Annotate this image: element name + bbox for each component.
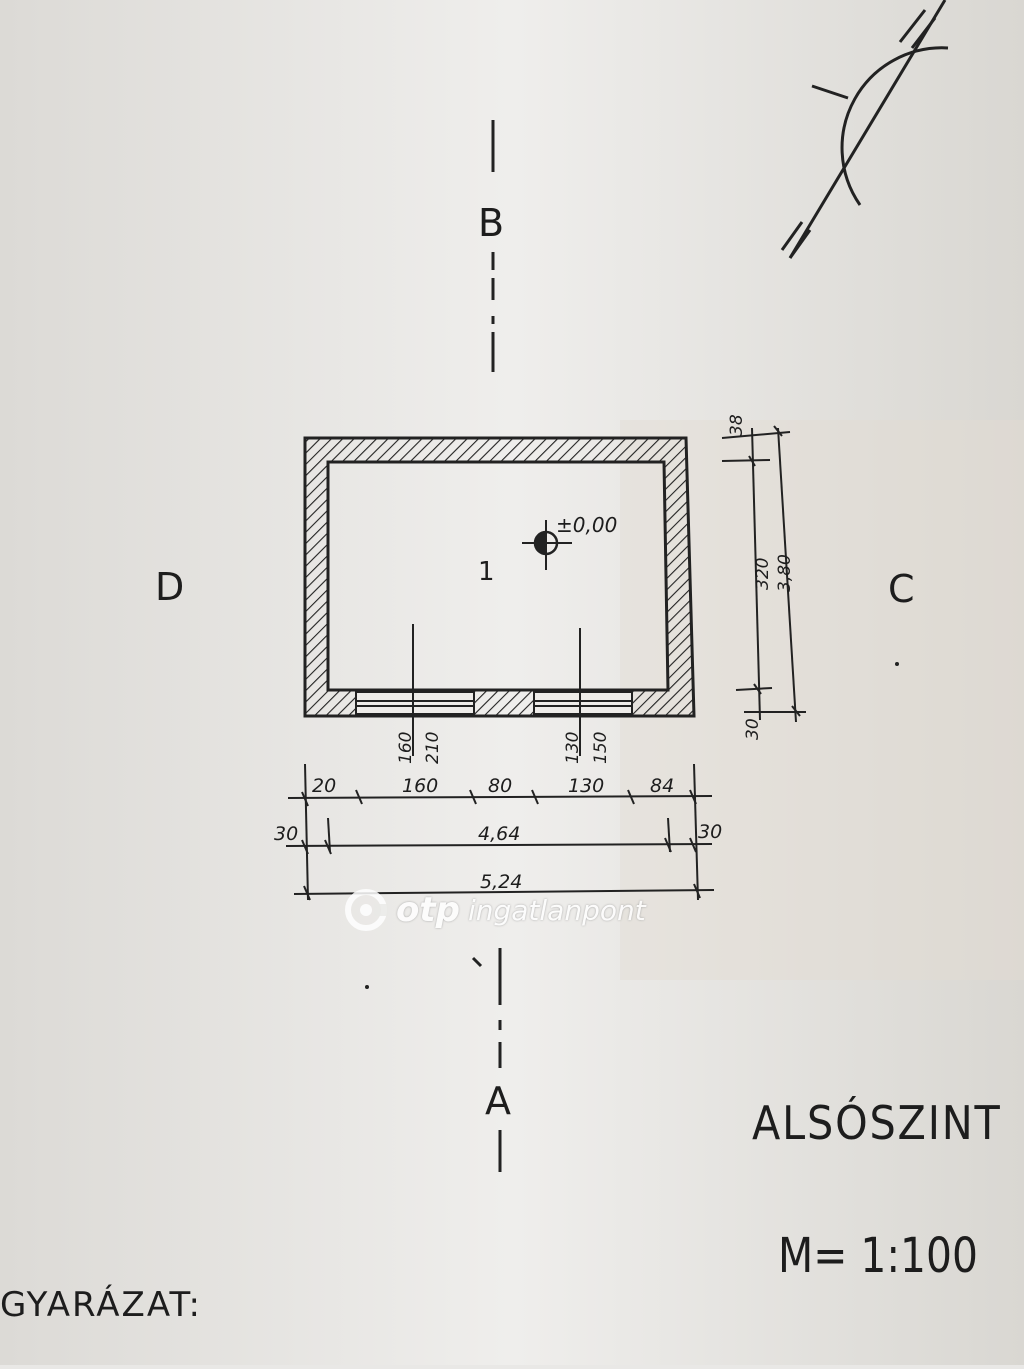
watermark-suffix: ingatlanpont bbox=[467, 893, 646, 927]
elevation-label: ±0,00 bbox=[556, 513, 617, 537]
legend-label: GYARÁZAT: bbox=[0, 1285, 202, 1325]
total-width: 5,24 bbox=[480, 871, 522, 893]
watermark-brand: otp bbox=[396, 890, 460, 930]
width-chain-4: 130 bbox=[568, 775, 604, 797]
opening-2-height: 150 bbox=[591, 732, 611, 764]
inner-dim-left: 30 bbox=[274, 823, 298, 845]
opening-window bbox=[533, 691, 633, 715]
section-line-a bbox=[471, 948, 502, 1172]
paper-speck bbox=[895, 662, 899, 666]
floor-title: ALSÓSZINT bbox=[752, 1096, 1002, 1150]
opening-2-width: 130 bbox=[563, 732, 583, 764]
height-dimension-lines bbox=[721, 425, 806, 723]
opening-1-width: 160 bbox=[396, 732, 416, 764]
width-chain-3: 80 bbox=[488, 775, 512, 797]
section-label-d: D bbox=[155, 565, 186, 609]
width-chain-5: 84 bbox=[650, 775, 674, 797]
section-label-a: A bbox=[485, 1079, 512, 1123]
width-chain-2: 160 bbox=[402, 775, 438, 797]
section-label-c: C bbox=[888, 567, 916, 611]
height-dim-total: 3,80 bbox=[775, 554, 795, 592]
elevation-marker-icon bbox=[522, 520, 572, 570]
opening-1-height: 210 bbox=[423, 732, 443, 764]
width-chain-1: 20 bbox=[312, 775, 336, 797]
section-label-b: B bbox=[478, 201, 506, 245]
room-number: 1 bbox=[478, 557, 495, 587]
inner-dim-right: 30 bbox=[698, 821, 722, 843]
otp-logo-icon bbox=[345, 889, 388, 931]
inner-dim-mid: 4,64 bbox=[478, 823, 520, 845]
height-dim-top: 38 bbox=[727, 414, 747, 436]
scale-label: M= 1:100 bbox=[778, 1228, 978, 1284]
room-walls bbox=[303, 436, 696, 718]
paper-speck bbox=[365, 985, 369, 989]
watermark: otp ingatlanpont bbox=[344, 888, 646, 932]
height-dim-bottom: 30 bbox=[743, 718, 763, 740]
opening-door bbox=[355, 691, 475, 715]
height-dim-inner: 320 bbox=[753, 558, 773, 590]
north-arrow-icon bbox=[780, 0, 949, 259]
